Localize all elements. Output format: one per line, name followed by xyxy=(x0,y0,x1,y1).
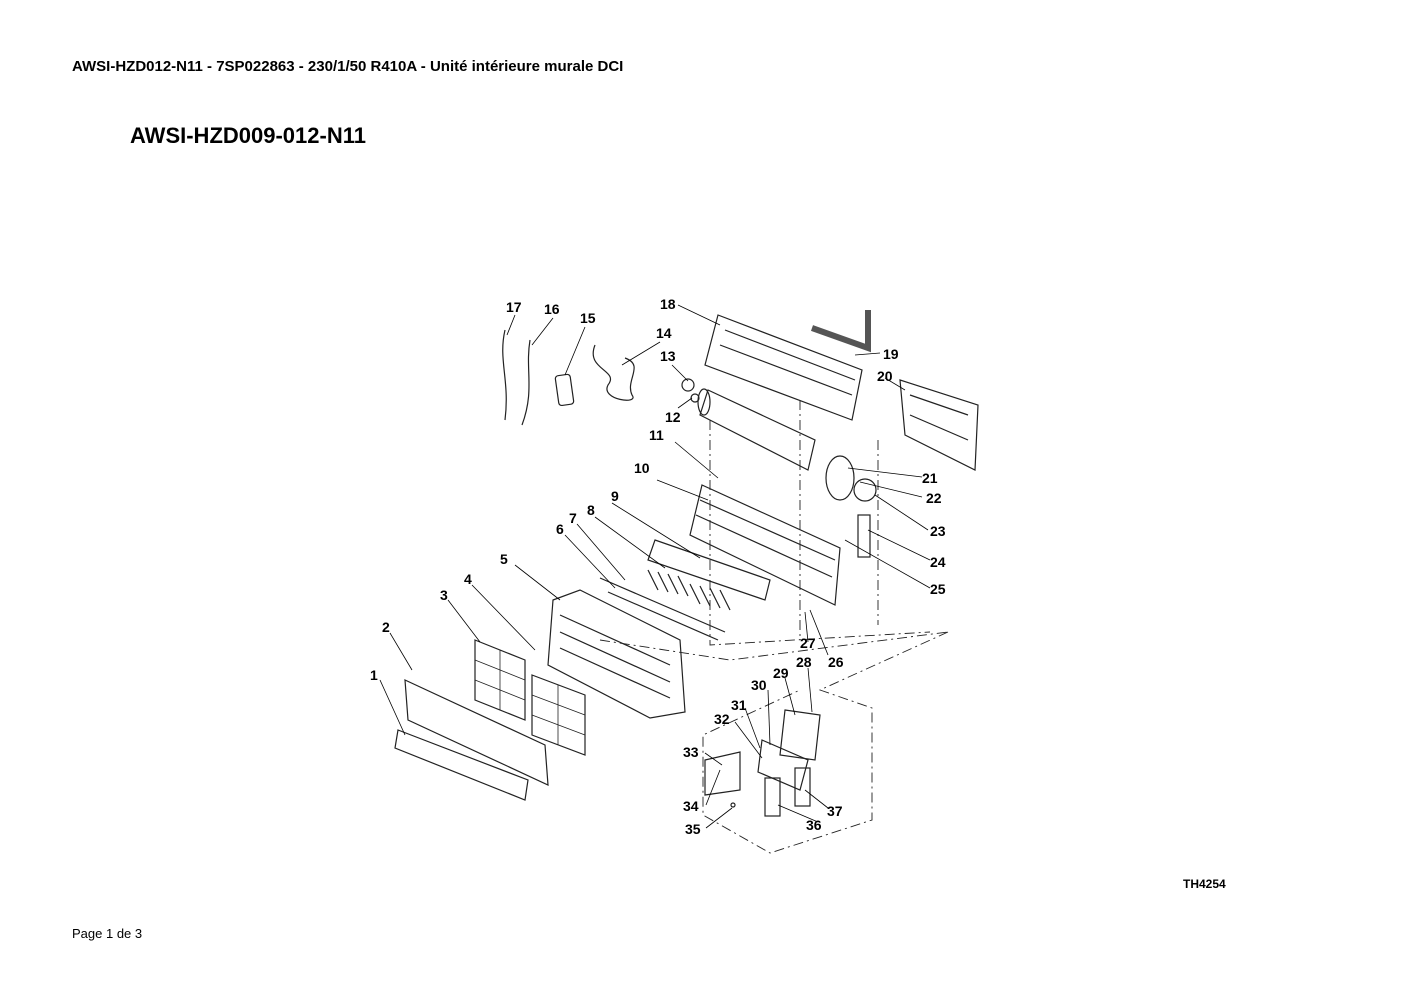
part-label: 6 xyxy=(556,521,564,537)
part-label: 24 xyxy=(930,554,946,570)
part-label: 8 xyxy=(587,502,595,518)
part-label: 28 xyxy=(796,654,812,670)
part-label: 29 xyxy=(773,665,789,681)
part-label: 33 xyxy=(683,744,699,760)
part-label: 26 xyxy=(828,654,844,670)
part-label: 7 xyxy=(569,510,577,526)
part-label: 27 xyxy=(800,635,816,651)
part-labels: 1 2 3 4 5 6 7 8 9 10 11 12 13 14 15 16 1… xyxy=(370,296,946,837)
part-label: 36 xyxy=(806,817,822,833)
part-label: 11 xyxy=(649,427,664,443)
part-label: 23 xyxy=(930,523,946,539)
page-number: Page 1 de 3 xyxy=(72,926,143,941)
part-label: 18 xyxy=(660,296,676,312)
part-label: 5 xyxy=(500,551,508,567)
document-header: AWSI-HZD012-N11 - 7SP022863 - 230/1/50 R… xyxy=(72,58,624,75)
part-label: 16 xyxy=(544,301,560,317)
part-label: 17 xyxy=(506,299,522,315)
part-label: 30 xyxy=(751,677,767,693)
part-label: 19 xyxy=(883,346,899,362)
part-label: 2 xyxy=(382,619,390,635)
part-label: 1 xyxy=(370,667,378,683)
part-label: 25 xyxy=(930,581,946,597)
part-label: 22 xyxy=(926,490,942,506)
part-label: 14 xyxy=(656,325,672,341)
part-label: 10 xyxy=(634,460,650,476)
part-label: 15 xyxy=(580,310,596,326)
part-label: 12 xyxy=(665,409,681,425)
part-label: 20 xyxy=(877,368,893,384)
part-label: 35 xyxy=(685,821,701,837)
part-label: 13 xyxy=(660,348,676,364)
part-label: 9 xyxy=(611,488,619,504)
model-title: AWSI-HZD009-012-N11 xyxy=(130,123,366,148)
diagram-artwork xyxy=(394,310,979,854)
drawing-reference-code: TH4254 xyxy=(1183,877,1226,891)
part-label: 4 xyxy=(464,571,472,587)
part-label: 34 xyxy=(683,798,699,814)
part-label: 31 xyxy=(731,697,747,713)
part-label: 3 xyxy=(440,587,448,603)
part-label: 32 xyxy=(714,711,730,727)
part-label: 21 xyxy=(922,470,938,486)
part-label: 37 xyxy=(827,803,843,819)
